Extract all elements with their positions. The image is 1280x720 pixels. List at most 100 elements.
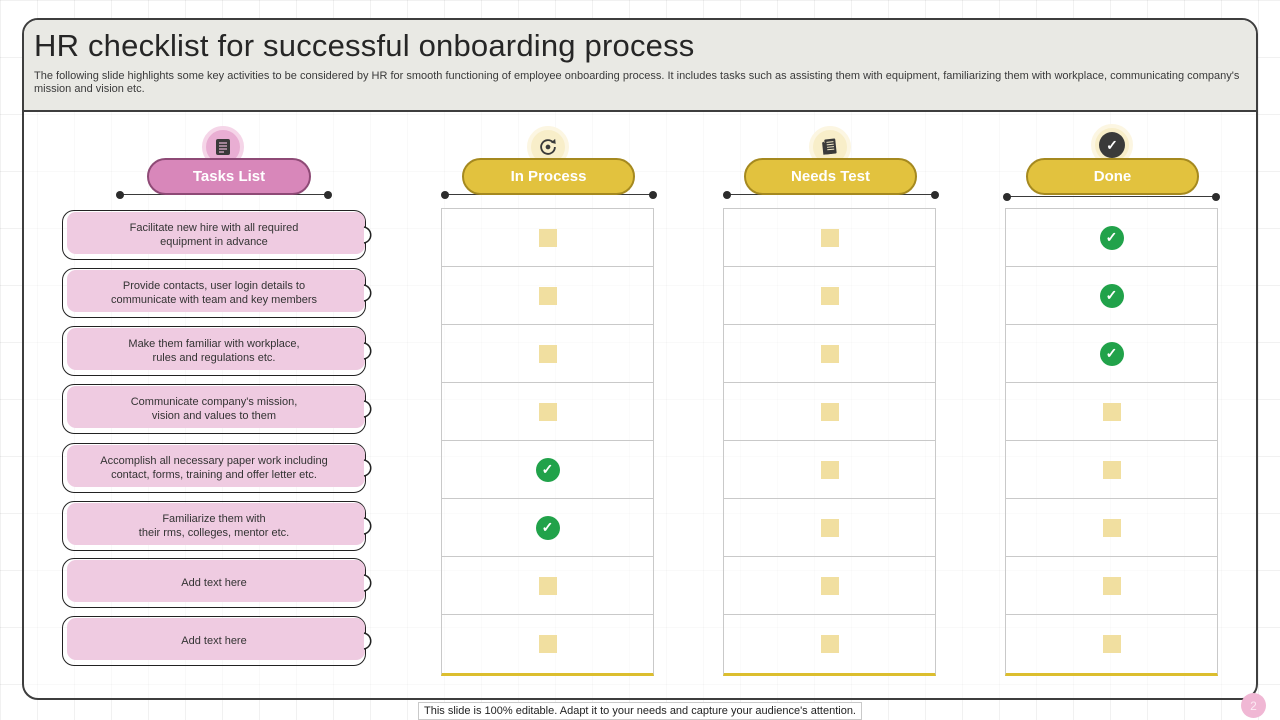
unchecked-cell[interactable] [1006,615,1217,673]
task-fill [67,559,365,602]
checked-cell[interactable]: ✓ [1006,267,1217,325]
yellow-square-icon [538,344,557,363]
task-fill [67,211,365,254]
task-fill [67,269,365,312]
unchecked-cell[interactable] [724,383,935,441]
green-check-icon: ✓ [1099,225,1124,250]
unchecked-cell[interactable] [442,325,653,383]
yellow-square-icon [820,344,839,363]
task-tail [363,632,372,650]
slide-frame: HR checklist for successful onboarding p… [22,18,1258,700]
task-item[interactable]: Add text here [62,558,372,608]
column-header-label: Needs Test [791,168,870,185]
task-item[interactable]: Facilitate new hire with all required eq… [62,210,372,260]
connector-dot [649,190,657,199]
yellow-square-icon [538,576,557,595]
task-label: Provide contacts, user login details to … [110,279,318,306]
yellow-square-icon [820,286,839,305]
task-fill [67,444,365,487]
task-tail [363,517,372,535]
yellow-square-icon [538,228,557,247]
unchecked-cell[interactable] [442,209,653,267]
unchecked-cell[interactable] [1006,499,1217,557]
yellow-square-icon [1102,402,1121,421]
status-table-done: ✓ ✓ ✓ [1005,208,1218,676]
task-label: Add text here [181,576,247,589]
connector-dot [1003,192,1011,201]
task-item[interactable]: Communicate company's mission, vision an… [62,384,372,434]
column-header-label: Done [1093,168,1132,185]
unchecked-cell[interactable] [442,615,653,673]
unchecked-cell[interactable] [724,499,935,557]
task-tail [363,284,372,302]
task-label: Accomplish all necessary paper work incl… [100,454,328,481]
slide-subtitle: The following slide highlights some key … [34,70,1240,96]
checked-cell[interactable]: ✓ [1006,209,1217,267]
yellow-square-icon [1102,576,1121,595]
footer-note: This slide is 100% editable. Adapt it to… [418,702,862,720]
green-check-icon: ✓ [1099,283,1124,308]
task-fill [67,327,365,370]
yellow-square-icon [1102,518,1121,537]
task-tail [363,226,372,244]
yellow-square-icon [538,286,557,305]
task-label: Familiarize them with their rms, college… [138,512,290,539]
checked-cell[interactable]: ✓ [1006,325,1217,383]
check-glyph: ✓ [1099,132,1125,158]
unchecked-cell[interactable] [1006,557,1217,615]
yellow-square-icon [820,228,839,247]
unchecked-cell[interactable] [1006,441,1217,499]
unchecked-cell[interactable] [724,209,935,267]
unchecked-cell[interactable] [442,383,653,441]
unchecked-cell[interactable] [724,557,935,615]
connector-dot [324,190,332,199]
task-fill [67,617,365,660]
green-check-icon: ✓ [1099,341,1124,366]
task-tail [363,400,372,418]
task-item[interactable]: Add text here [62,616,372,666]
connector-dot [441,190,449,199]
task-tail [363,574,372,592]
done-connector-line [1003,192,1220,201]
task-tail [363,459,372,477]
task-label: Make them familiar with workplace, rules… [128,337,300,364]
checked-cell[interactable]: ✓ [442,499,653,557]
slide-header: HR checklist for successful onboarding p… [24,20,1256,112]
page-number-badge: 2 [1241,693,1266,718]
unchecked-cell[interactable] [724,441,935,499]
column-header-done[interactable]: Done [1026,158,1199,195]
column-header-in-process[interactable]: In Process [462,158,635,195]
column-header-needs-test[interactable]: Needs Test [744,158,917,195]
task-item[interactable]: Provide contacts, user login details to … [62,268,372,318]
yellow-square-icon [820,635,839,653]
task-fill [67,502,365,545]
column-header-label: In Process [510,168,587,185]
unchecked-cell[interactable] [724,267,935,325]
yellow-square-icon [820,402,839,421]
status-table-in-process: ✓✓ [441,208,654,676]
green-check-icon: ✓ [535,457,560,482]
yellow-square-icon [820,576,839,595]
task-item[interactable]: Make them familiar with workplace, rules… [62,326,372,376]
task-fill [67,385,365,428]
unchecked-cell[interactable] [724,615,935,673]
checked-cell[interactable]: ✓ [442,441,653,499]
task-item[interactable]: Accomplish all necessary paper work incl… [62,443,372,493]
yellow-square-icon [1102,460,1121,479]
connector-dot [116,190,124,199]
connector-dot [1212,192,1220,201]
status-table-needs-test [723,208,936,676]
yellow-square-icon [1102,635,1121,653]
unchecked-cell[interactable] [442,267,653,325]
connector-dot [723,190,731,199]
unchecked-cell[interactable] [724,325,935,383]
unchecked-cell[interactable] [442,557,653,615]
yellow-square-icon [538,402,557,421]
task-item[interactable]: Familiarize them with their rms, college… [62,501,372,551]
yellow-square-icon [538,635,557,653]
unchecked-cell[interactable] [1006,383,1217,441]
column-header-tasks[interactable]: Tasks List [147,158,311,195]
yellow-square-icon [820,518,839,537]
yellow-square-icon [820,460,839,479]
